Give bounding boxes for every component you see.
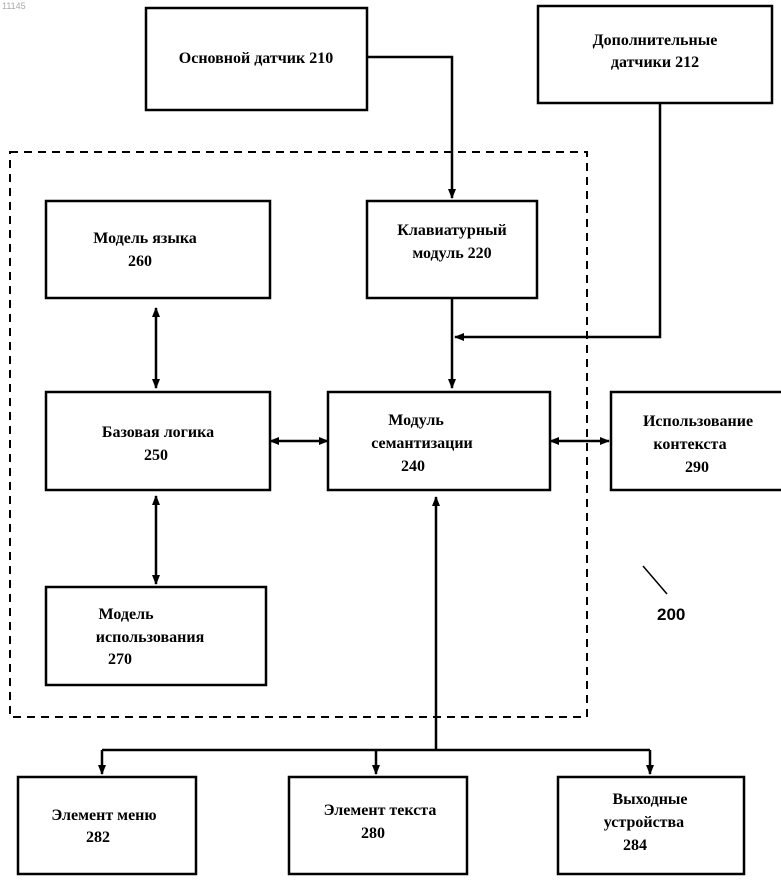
node-label: 284 [623,837,647,854]
node-label: Элемент текста [324,802,437,819]
node-label: 240 [401,458,425,475]
node-label: 282 [86,829,110,846]
node-label: датчики 212 [611,54,699,71]
node-label: Клавиатурный [397,222,507,239]
corner-tag: 11145 [2,1,26,11]
node-label: контекста [653,436,726,453]
node-label: 280 [361,825,385,842]
node-label: использования [96,629,205,646]
node-menu-item: Элемент меню 282 [18,777,196,874]
node-label: устройства [604,814,684,831]
arrow-main-sensor-to-keyboard [367,57,452,198]
node-text-item: Элемент текста 280 [289,777,467,874]
node-label: Элемент меню [51,807,156,824]
node-label: 290 [685,459,709,476]
node-label: Базовая логика [102,424,214,441]
node-main-sensor: Основной датчик 210 [146,8,367,110]
node-label: 250 [144,447,168,464]
node-label: Выходные [613,791,688,808]
node-semantic-module: Модуль семантизации 240 [328,392,550,490]
figure-ref: 200 [657,605,685,624]
node-label: 270 [108,651,132,668]
node-label: семантизации [371,435,473,452]
node-label: 260 [128,253,152,270]
node-label: Использование [643,413,753,430]
node-usage-model: Модель использования 270 [46,587,266,685]
node-extra-sensors: Дополнительные датчики 212 [538,6,772,103]
node-label: Модель языка [93,230,197,247]
node-label: Основной датчик 210 [179,50,333,67]
node-output-devices: Выходные устройства 284 [558,777,744,874]
figure-ref-leader [643,566,667,594]
node-label: Дополнительные [593,32,718,49]
node-base-logic: Базовая логика 250 [46,392,270,490]
node-label: Модель [98,606,154,623]
node-context-usage: Использование контекста 290 [611,392,781,490]
node-label: Модуль [388,412,444,429]
node-label: модуль 220 [412,245,491,262]
node-keyboard-module: Клавиатурный модуль 220 [367,201,537,298]
node-language-model: Модель языка 260 [46,201,270,298]
